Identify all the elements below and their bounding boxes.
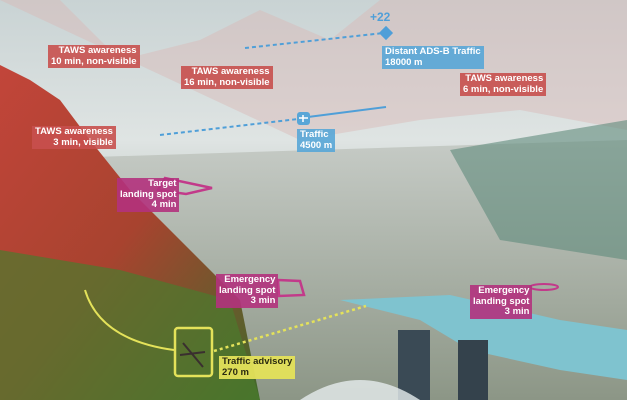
traffic-title: Traffic: [300, 129, 329, 140]
landing-line1: Emergency: [478, 285, 530, 296]
landing-time: 3 min: [504, 306, 530, 317]
landing-line1: Target: [148, 178, 177, 189]
landing-time: 4 min: [151, 199, 177, 210]
traffic-line-dashed: [159, 118, 299, 136]
traffic-advisory-aircraft-icon[interactable]: [173, 326, 214, 378]
taws-title: TAWS awareness: [58, 45, 137, 56]
traffic-aircraft-icon[interactable]: [297, 112, 310, 125]
traffic-advisory-line: [213, 304, 367, 353]
traffic-line-solid: [307, 106, 387, 118]
taws-detail: 10 min, non-visible: [51, 55, 137, 67]
taws-title: TAWS awareness: [465, 73, 544, 84]
emergency-landing-spot-marker[interactable]: [276, 278, 306, 298]
advisory-title: Traffic advisory: [222, 356, 293, 367]
landing-line2: landing spot: [473, 295, 530, 307]
traffic-title: Distant ADS-B Traffic: [385, 46, 481, 57]
distant-traffic-line: [244, 32, 385, 49]
traffic-advisory-track: [84, 289, 175, 351]
advisory-distance: 270 m: [222, 366, 249, 378]
taws-detail: 16 min, non-visible: [184, 76, 270, 88]
altitude-delta: +22: [370, 10, 391, 24]
taws-title: TAWS awareness: [35, 126, 113, 137]
landing-line1: Emergency: [224, 274, 276, 285]
distant-traffic-diamond-icon[interactable]: [378, 25, 394, 41]
taws-title: TAWS awareness: [191, 66, 270, 77]
taws-detail: 3 min, visible: [53, 136, 113, 148]
traffic-distance: 4500 m: [300, 139, 333, 151]
landing-time: 3 min: [250, 295, 276, 306]
landing-line2: landing spot: [219, 284, 276, 296]
taws-detail: 6 min, non-visible: [463, 83, 544, 95]
traffic-distance: 18000 m: [385, 56, 423, 68]
landing-line2: landing spot: [120, 188, 177, 200]
